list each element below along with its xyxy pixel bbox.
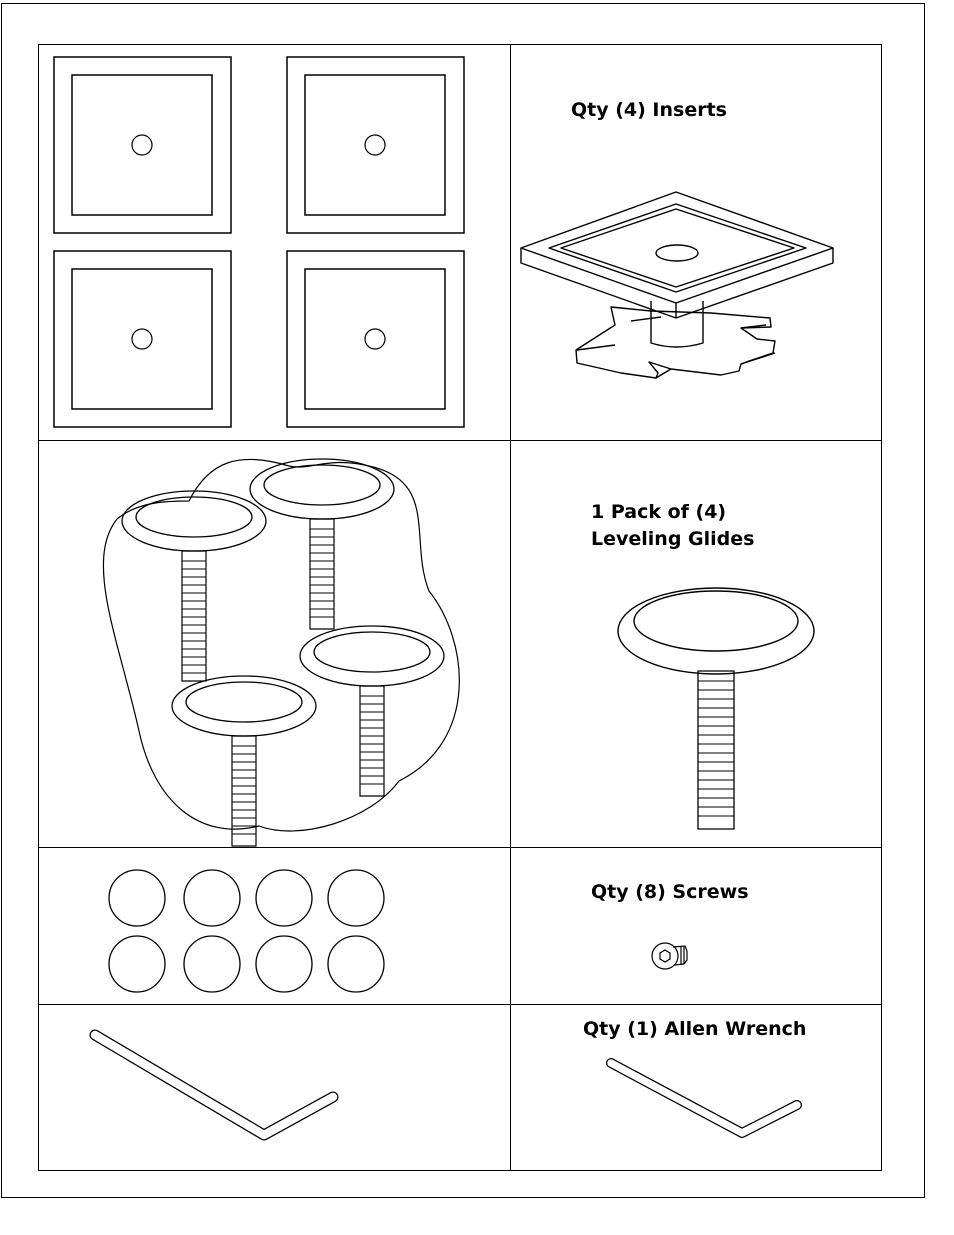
screws-label: Qty (8) Screws: [591, 881, 749, 903]
screw-circle-icon: [184, 870, 240, 926]
screw-circle-icon: [256, 870, 312, 926]
row-divider: [39, 440, 881, 441]
insert-isometric-icon: [511, 45, 881, 440]
square-insert-icon: [287, 57, 464, 233]
screw-circle-icon: [328, 936, 384, 992]
leveling-glide-icon: [300, 626, 444, 796]
leveling-glide-icon: [511, 441, 881, 847]
wrench-cell: Qty (1) Allen Wrench: [511, 1005, 881, 1170]
screw-circle-icon: [328, 870, 384, 926]
allen-wrench-icon: [511, 1005, 881, 1170]
screws-pack-cell: [39, 848, 510, 1004]
column-divider: [510, 45, 511, 1170]
glides-label-line1: 1 Pack of (4): [591, 501, 727, 523]
glides-pack-cell: [39, 441, 510, 847]
hex-screw-icon: [511, 848, 881, 1004]
glides-cell: 1 Pack of (4) Leveling Glides: [511, 441, 881, 847]
glides-blister-pack: [39, 441, 510, 847]
screw-circle-icon: [109, 936, 165, 992]
leveling-glide-icon: [250, 459, 394, 629]
square-insert-icon: [54, 57, 231, 233]
inserts-top-view-cell: [39, 45, 510, 440]
inserts-cell: Qty (4) Inserts: [511, 45, 881, 440]
row-divider: [39, 847, 881, 848]
allen-wrench-icon: [39, 1005, 510, 1170]
wrench-label: Qty (1) Allen Wrench: [583, 1018, 807, 1040]
leveling-glide-icon: [122, 491, 266, 681]
square-insert-icon: [54, 251, 231, 427]
wrench-pack-cell: [39, 1005, 510, 1170]
parts-grid: Qty (4) Inserts: [38, 44, 882, 1171]
square-insert-icon: [287, 251, 464, 427]
row-divider: [39, 1004, 881, 1005]
leveling-glide-icon: [172, 676, 316, 846]
screws-pack: [39, 848, 510, 1004]
inserts-label: Qty (4) Inserts: [571, 99, 727, 121]
inserts-top-view: [39, 45, 510, 440]
screw-circle-icon: [256, 936, 312, 992]
glides-label-line2: Leveling Glides: [591, 528, 755, 550]
page-frame: [1, 3, 925, 1198]
screw-circle-icon: [184, 936, 240, 992]
screw-circle-icon: [109, 870, 165, 926]
screws-cell: Qty (8) Screws: [511, 848, 881, 1004]
